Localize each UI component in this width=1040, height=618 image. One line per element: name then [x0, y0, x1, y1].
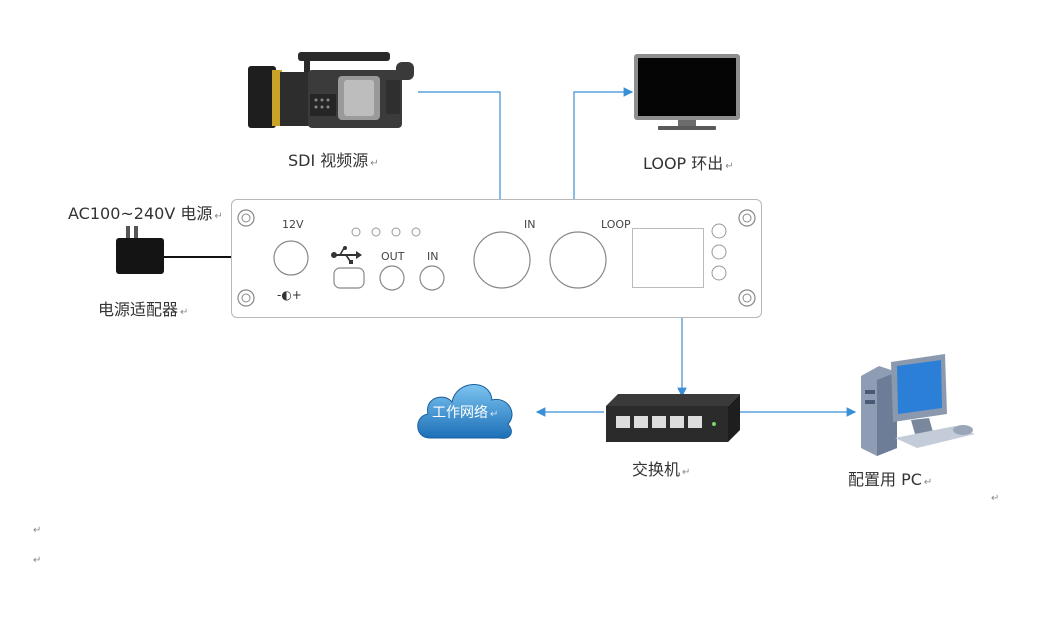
- power-adapter-icon: [116, 226, 164, 274]
- usb-icon: [331, 246, 362, 264]
- screw-icon: [237, 209, 255, 227]
- status-leds: [711, 223, 727, 281]
- bnc-loop-port: [549, 231, 607, 289]
- screw-icon: [237, 289, 255, 307]
- network-label: 工作网络↵: [432, 405, 499, 421]
- dc-jack: [273, 240, 309, 276]
- pc-icon: [861, 354, 975, 456]
- paragraph-mark: ↵: [33, 525, 42, 536]
- power-polarity-symbol: -◐+: [277, 288, 302, 302]
- loop-to-monitor-line: [573, 87, 634, 235]
- screw-icon: [738, 209, 756, 227]
- cloud-icon: [417, 384, 513, 439]
- video-camera-icon: [248, 52, 414, 128]
- in-port: [419, 265, 445, 291]
- paragraph-mark: ↵: [991, 493, 1000, 504]
- camera-label: SDI 视频源↵: [288, 151, 379, 170]
- paragraph-mark: ↵: [33, 555, 42, 566]
- screw-icon: [738, 289, 756, 307]
- network-switch-icon: [606, 394, 740, 442]
- pc-label: 配置用 PC↵: [848, 470, 933, 489]
- power-spec-label: AC100~240V 电源↵: [68, 204, 223, 223]
- usb-port: [333, 267, 365, 289]
- camera-to-in-line: [418, 91, 505, 245]
- switch-label: 交换机↵: [632, 460, 691, 479]
- port-out-label: OUT: [381, 250, 405, 263]
- bnc-in-label: IN: [524, 218, 536, 231]
- device-panel: 12V -◐+ OUT IN IN LOOP: [231, 199, 762, 318]
- adapter-label: 电源适配器↵: [98, 300, 189, 319]
- port-in-label: IN: [427, 250, 439, 263]
- ethernet-port: [632, 228, 704, 288]
- bnc-in-port: [473, 231, 531, 289]
- led-indicators: [351, 227, 421, 237]
- monitor-icon: [634, 54, 740, 130]
- out-port: [379, 265, 405, 291]
- monitor-label: LOOP 环出↵: [643, 154, 734, 173]
- port-12v-label: 12V: [282, 218, 304, 231]
- bnc-loop-label: LOOP: [601, 218, 631, 231]
